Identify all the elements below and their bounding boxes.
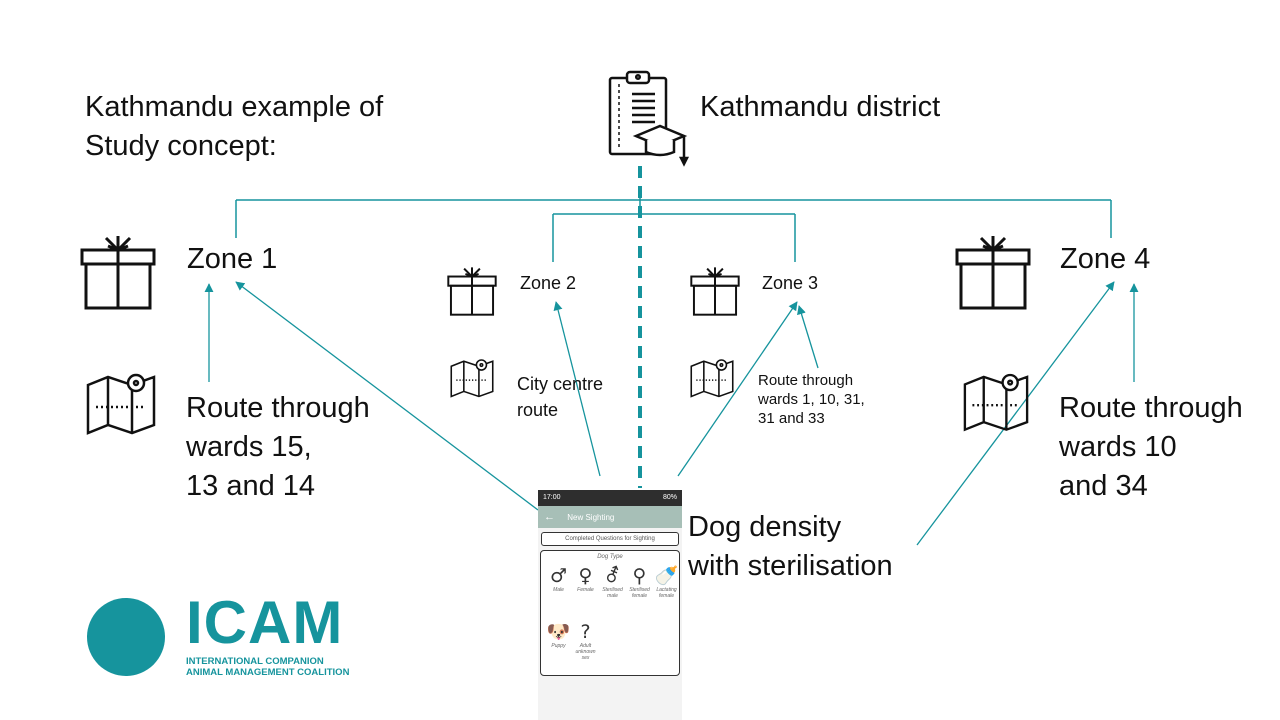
- dog-type-label: Male: [553, 587, 564, 593]
- dog-type-option[interactable]: ?Adult unknown sex: [572, 621, 599, 661]
- dog-type-option[interactable]: 🍼Lactating female: [653, 565, 680, 599]
- tree-lines: [235, 196, 1112, 262]
- route-map-icon: [450, 359, 494, 398]
- route-line: wards 10: [1059, 431, 1177, 463]
- back-arrow-icon[interactable]: ←: [544, 511, 555, 523]
- arrow-route3-zone3: [797, 305, 819, 369]
- survey-label: Dog density with sterilisation: [688, 508, 893, 586]
- dog-type-label: Adult unknown sex: [575, 643, 596, 661]
- route-map-icon: [86, 373, 156, 435]
- route-map-icon: [963, 373, 1029, 432]
- phone-screen-title: New Sighting: [567, 513, 615, 522]
- gift-box-icon: [80, 236, 156, 310]
- dog-type-label: Sterilised male: [602, 587, 623, 599]
- arrow-survey-zone1: [235, 281, 539, 511]
- icam-logo-word: ICAM: [186, 589, 344, 656]
- dog-type-option[interactable]: ♀Female: [572, 565, 599, 593]
- route-line: Route through: [758, 372, 854, 389]
- route-line: 13 and 14: [186, 470, 316, 502]
- dog-type-label: Female: [577, 587, 594, 593]
- heading-line-2: Study concept:: [85, 130, 277, 162]
- survey-label-line-2: with sterilisation: [688, 550, 893, 582]
- dog-type-label: Sterilised female: [629, 587, 650, 599]
- dog-type-symbol-icon: 🐶: [546, 621, 571, 643]
- dog-type-symbol-icon: 🍼: [654, 565, 679, 587]
- status-battery: 80%: [662, 494, 677, 501]
- zone-2-route: City centre route: [517, 371, 603, 423]
- gift-box-icon: [447, 267, 497, 316]
- arrow-survey-zone3: [677, 301, 798, 477]
- zone-3-route: Route through wards 1, 10, 31, 31 and 33: [758, 371, 865, 428]
- dog-type-symbol-icon: ♀: [578, 565, 593, 587]
- zone-1-label: Zone 1: [187, 243, 278, 275]
- route-line: route: [517, 400, 559, 420]
- dog-type-option[interactable]: ⚦Sterilised male: [599, 565, 626, 599]
- logo-line-1: INTERNATIONAL COMPANION: [186, 656, 324, 667]
- dog-type-title: Dog Type: [597, 554, 623, 560]
- heading-line-1: Kathmandu example of: [85, 91, 384, 123]
- completed-questions-button[interactable]: Completed Questions for Sighting: [541, 532, 679, 546]
- zone-3-label: Zone 3: [762, 273, 819, 293]
- root-label: Kathmandu district: [700, 91, 941, 123]
- dog-type-label: Lactating female: [656, 587, 677, 599]
- zone-2-label: Zone 2: [520, 273, 577, 293]
- route-line: 31 and 33: [758, 410, 825, 427]
- zone-1-route: Route through wards 15, 13 and 14: [186, 389, 370, 506]
- survey-label-line-1: Dog density: [688, 511, 842, 543]
- phone-status-bar: 17:00 80%: [538, 490, 682, 506]
- dog-type-label: Puppy: [551, 643, 566, 649]
- dog-type-option[interactable]: ♂Male: [545, 565, 572, 593]
- logo-line-2: ANIMAL MANAGEMENT COALITION: [186, 667, 350, 678]
- arrows: [204, 281, 1139, 546]
- arrow-survey-zone4: [916, 281, 1115, 546]
- status-time: 17:00: [543, 494, 561, 501]
- diagram-heading: Kathmandu example of Study concept:: [85, 88, 383, 166]
- gift-box-icon: [955, 236, 1031, 310]
- clipboard-graduation-icon: [608, 70, 690, 167]
- icam-logo-subtitle: INTERNATIONAL COMPANION ANIMAL MANAGEMEN…: [186, 656, 349, 678]
- dog-type-symbol-icon: ⚦: [604, 565, 621, 587]
- route-line: City centre: [517, 374, 604, 394]
- dog-type-card: Dog Type ♂Male♀Female⚦Sterilised male⚲St…: [540, 550, 680, 676]
- arrow-survey-zone2: [553, 301, 601, 477]
- dog-type-option[interactable]: 🐶Puppy: [545, 621, 572, 649]
- route-line: wards 15,: [186, 431, 312, 463]
- route-line: Route through: [186, 392, 370, 424]
- route-map-icon: [690, 359, 734, 398]
- route-line: Route through: [1059, 392, 1243, 424]
- zone-4-label: Zone 4: [1060, 243, 1151, 275]
- dog-type-symbol-icon: ♂: [549, 565, 568, 587]
- icam-logo-circle: [87, 598, 165, 676]
- dog-type-option[interactable]: ⚲Sterilised female: [626, 565, 653, 599]
- route-line: wards 1, 10, 31,: [758, 391, 865, 408]
- route-line: and 34: [1059, 470, 1148, 502]
- phone-app-bar: ← New Sighting: [538, 506, 682, 528]
- dog-type-symbol-icon: ?: [580, 621, 591, 643]
- dog-type-symbol-icon: ⚲: [632, 565, 647, 587]
- gift-box-icon: [690, 267, 740, 316]
- phone-screenshot: 17:00 80% ← New Sighting Completed Quest…: [538, 490, 682, 720]
- zone-4-route: Route through wards 10 and 34: [1059, 389, 1243, 506]
